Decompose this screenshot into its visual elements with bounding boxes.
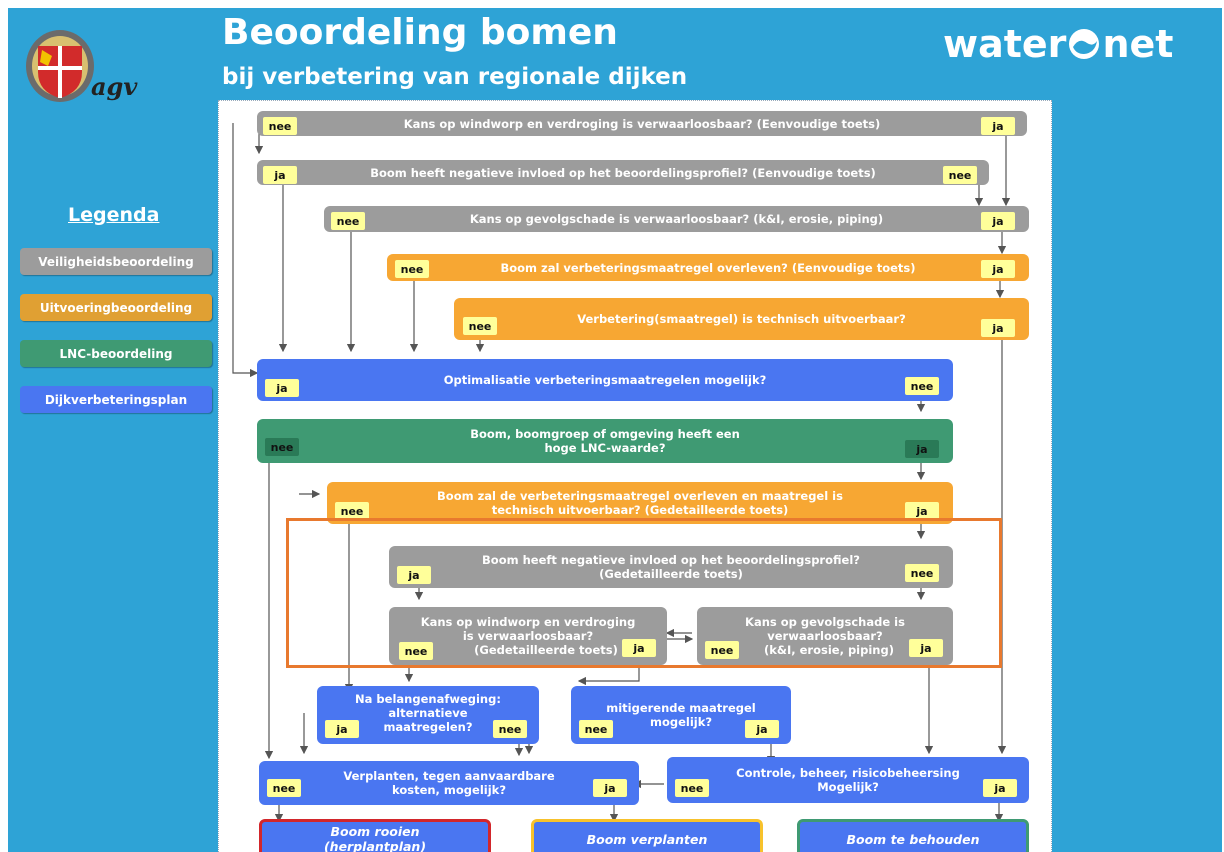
node-text: mogelijk? [649, 715, 713, 729]
tag-nee: nee [263, 117, 297, 135]
node-text: Na belangenafweging: [355, 692, 501, 706]
legend-dijkverbetering: Dijkverbeteringsplan [20, 386, 212, 413]
node-text: Boom zal de verbeteringsmaatregel overle… [437, 489, 843, 503]
brand-left: water [943, 22, 1067, 66]
tag-ja: ja [263, 166, 297, 184]
tag-nee: nee [579, 720, 613, 738]
tag-nee: nee [395, 260, 429, 278]
tag-nee: nee [399, 642, 433, 660]
node-text: is verwaarloosbaar? [462, 629, 594, 643]
tag-nee: nee [905, 377, 939, 395]
node-text: Boom, boomgroep of omgeving heeft een [470, 427, 740, 441]
node-text: hoge LNC-waarde? [544, 441, 666, 455]
node-text: Kans op gevolgschade is [745, 615, 905, 629]
node-text: verwaarloosbaar? [767, 629, 883, 643]
node-text: Boom rooien [330, 824, 420, 839]
node-text: maatregelen? [383, 720, 473, 734]
node-text: Boom heeft negatieve invloed op het beoo… [482, 553, 860, 567]
tag-ja: ja [909, 639, 943, 657]
tag-ja: ja [325, 720, 359, 738]
node-text: technisch uitvoerbaar? (Gedetailleerde t… [491, 503, 789, 517]
outcome-boom-behouden: Boom te behouden [797, 819, 1029, 852]
legend-uitvoering: Uitvoeringbeoordeling [20, 294, 212, 321]
node-text: Verplanten, tegen aanvaardbare [343, 769, 555, 783]
waternet-swirl-icon [1069, 29, 1100, 59]
node-text: Boom te behouden [846, 831, 980, 847]
tag-ja: ja [265, 379, 299, 397]
tag-ja: ja [905, 440, 939, 458]
tag-nee: nee [265, 438, 299, 456]
legend-veiligheid: Veiligheidsbeoordeling [20, 248, 212, 275]
node-text: Kans op gevolgschade is verwaarloosbaar?… [469, 212, 884, 226]
legend-title: Legenda [68, 204, 160, 226]
waternet-logo: water net [943, 22, 1173, 66]
tag-nee: nee [267, 779, 301, 797]
node-text: mitigerende maatregel [606, 701, 756, 715]
node-text: Mogelijk? [817, 780, 879, 794]
highlight-frame [286, 518, 1002, 668]
logo-text: agv [91, 72, 138, 101]
node-windworp-eenvoudig: Kans op windworp en verdroging is verwaa… [257, 111, 1027, 136]
node-technisch-uitvoerbaar: Verbetering(smaatregel) is technisch uit… [454, 298, 1029, 340]
node-invloed-eenvoudig: Boom heeft negatieve invloed op het beoo… [257, 160, 989, 185]
tag-ja: ja [745, 720, 779, 738]
node-text: Kans op windworp en verdroging is verwaa… [403, 116, 881, 131]
tag-ja: ja [905, 502, 939, 520]
tag-nee: nee [675, 779, 709, 797]
node-text: Verbetering(smaatregel) is technisch uit… [577, 312, 906, 326]
tag-nee: nee [331, 212, 365, 230]
node-optimalisatie: Optimalisatie verbeteringsmaatregelen mo… [257, 359, 953, 401]
outcome-boom-verplanten: Boom verplanten [531, 819, 763, 852]
node-invloed-gedetailleerd: Boom heeft negatieve invloed op het beoo… [389, 546, 953, 588]
node-text: Boom heeft negatieve invloed op het beoo… [370, 165, 876, 180]
node-overleven-eenvoudig: Boom zal verbeteringsmaatregel overleven… [387, 254, 1029, 281]
tag-nee: nee [705, 641, 739, 659]
slide: agv Beoordeling bomen bij verbetering va… [8, 8, 1222, 852]
node-text: kosten, mogelijk? [391, 783, 506, 797]
tag-nee: nee [905, 564, 939, 582]
tag-ja: ja [622, 639, 656, 657]
tag-ja: ja [981, 260, 1015, 278]
flowchart: Kans op windworp en verdroging is verwaa… [218, 100, 1052, 852]
node-text: (herplantplan) [323, 839, 427, 852]
tag-ja: ja [397, 566, 431, 584]
node-text: Controle, beheer, risicobeheersing [736, 766, 960, 780]
node-text: Boom zal verbeteringsmaatregel overleven… [500, 260, 916, 275]
tag-ja: ja [981, 212, 1015, 230]
brand-right: net [1102, 22, 1174, 66]
node-text: (k&I, erosie, piping) [764, 643, 894, 657]
page-title: Beoordeling bomen [222, 12, 618, 53]
tag-nee: nee [493, 720, 527, 738]
tag-ja: ja [983, 779, 1017, 797]
node-text: Kans op windworp en verdroging [420, 615, 636, 629]
tag-nee: nee [463, 317, 497, 335]
node-gevolgschade-eenvoudig: Kans op gevolgschade is verwaarloosbaar?… [324, 206, 1029, 232]
page-subtitle: bij verbetering van regionale dijken [222, 64, 688, 90]
node-text: Optimalisatie verbeteringsmaatregelen mo… [443, 373, 767, 387]
tag-nee: nee [943, 166, 977, 184]
coat-of-arms-icon [26, 30, 94, 102]
tag-ja: ja [981, 117, 1015, 135]
tag-nee: nee [335, 502, 369, 520]
tag-ja: ja [593, 779, 627, 797]
node-overleven-gedetailleerd: Boom zal de verbeteringsmaatregel overle… [327, 482, 953, 524]
outcome-boom-rooien: Boom rooien(herplantplan) [259, 819, 491, 852]
node-text: (Gedetailleerde toets) [474, 643, 618, 657]
legend-lnc: LNC-beoordeling [20, 340, 212, 367]
node-text: alternatieve [388, 706, 468, 720]
tag-ja: ja [981, 319, 1015, 337]
node-text: Boom verplanten [586, 831, 708, 847]
node-text: (Gedetailleerde toets) [599, 567, 743, 581]
